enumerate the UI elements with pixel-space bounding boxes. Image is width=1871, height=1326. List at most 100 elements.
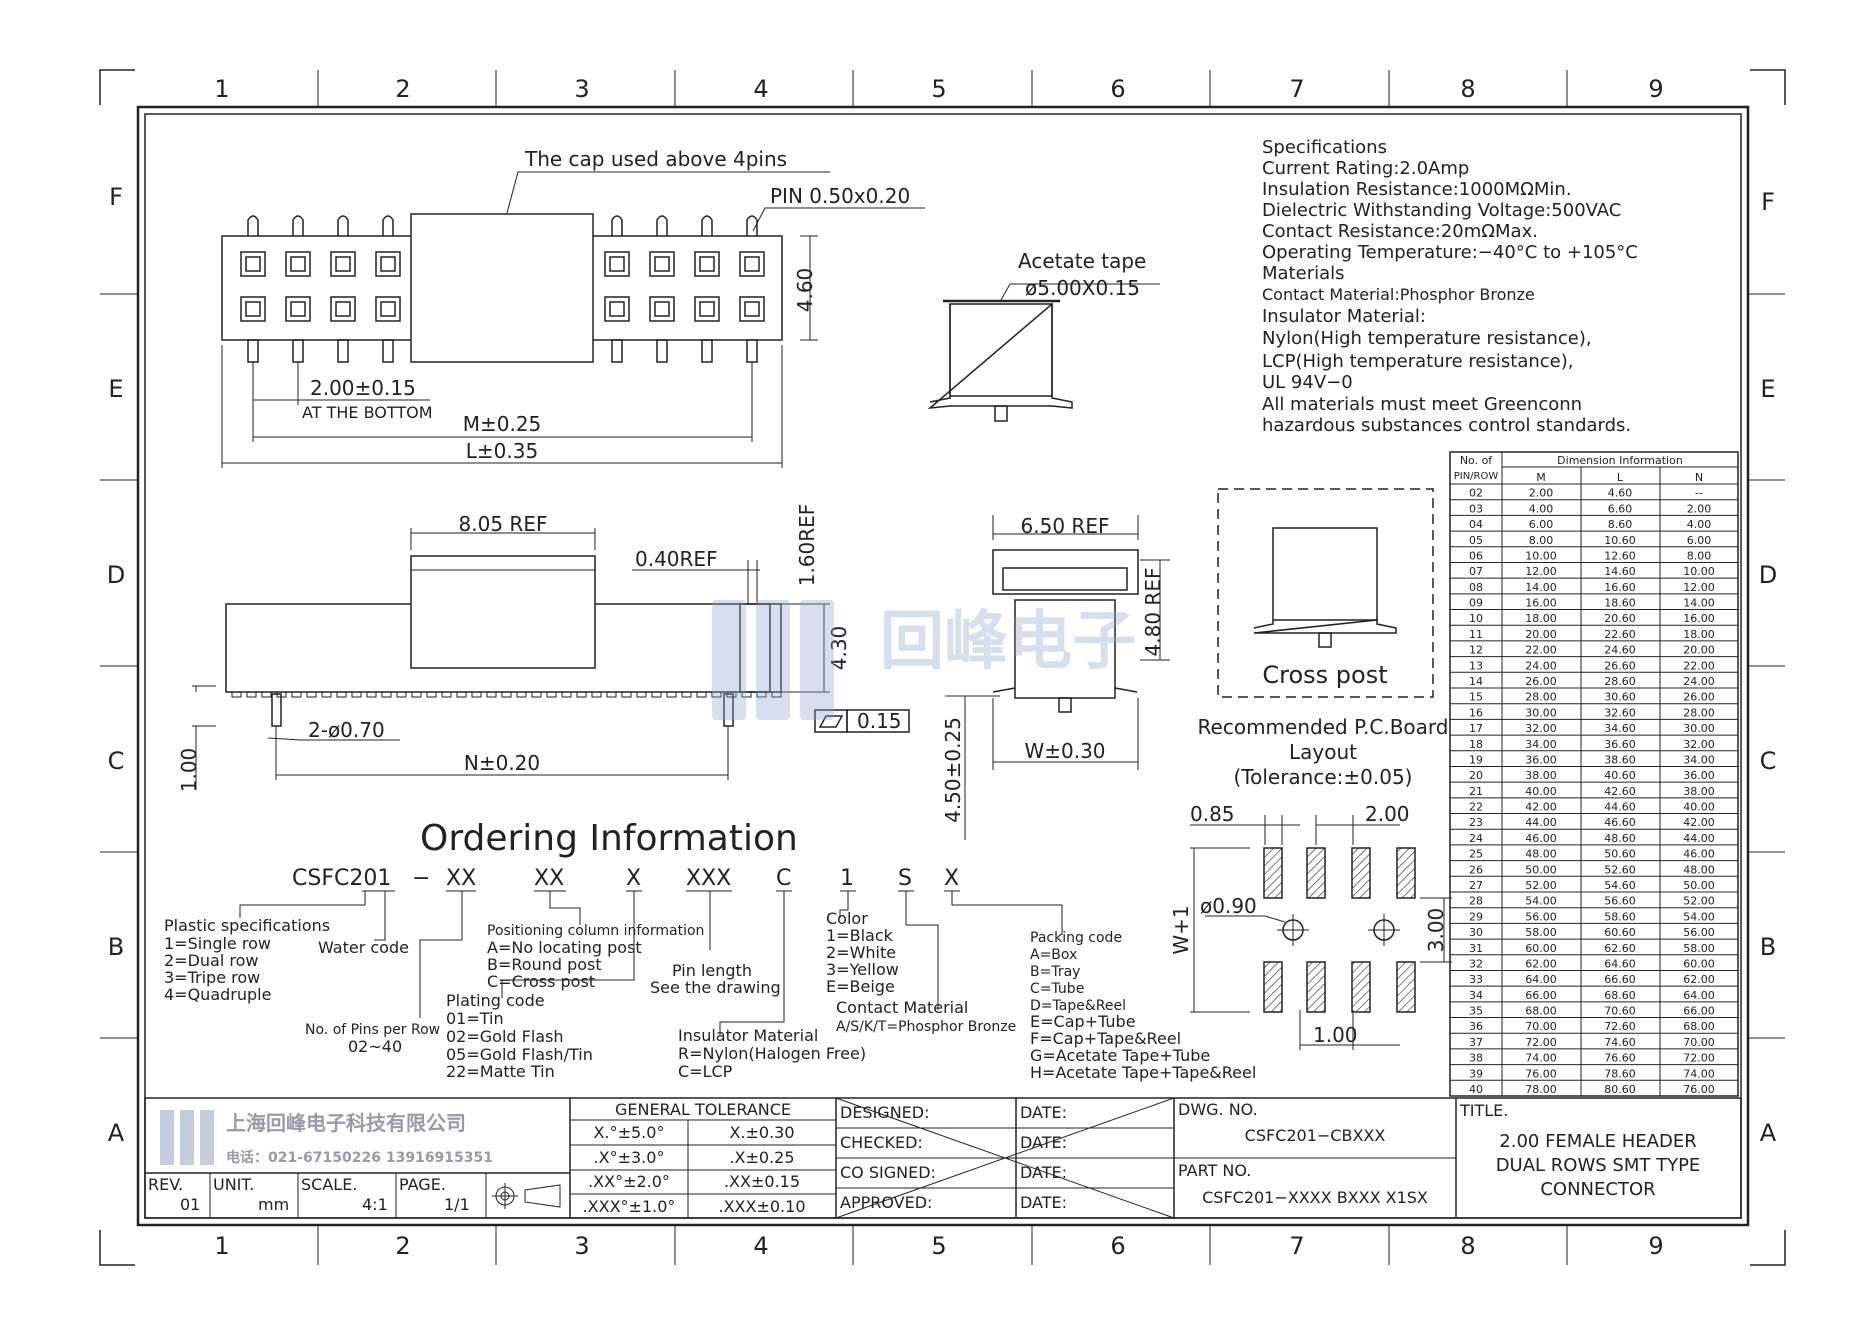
zone-row-label: E (108, 375, 123, 403)
table-cell: 70.60 (1604, 1005, 1636, 1018)
zone-col-label: 2 (395, 1232, 410, 1260)
table-cell: 4.60 (1608, 487, 1633, 500)
spec-line: Insulator Material: (1262, 306, 1426, 327)
table-cell: 54.60 (1604, 879, 1636, 892)
pin-tail (247, 339, 259, 363)
table-cell: 74.60 (1604, 1036, 1636, 1049)
table-cell: 22.00 (1683, 659, 1715, 672)
zone-col-label: 3 (574, 1232, 589, 1260)
tol-linear: .X±0.25 (729, 1148, 794, 1167)
table-cell: 50.00 (1525, 863, 1557, 876)
table-cell: 58.00 (1683, 942, 1715, 955)
pin-tail (292, 339, 304, 363)
contact-cavity (649, 251, 675, 277)
pad (1263, 847, 1283, 899)
side-pin (261, 691, 272, 698)
table-cell: 14.00 (1683, 597, 1715, 610)
table-cell: -- (1695, 487, 1703, 500)
table-cell: 05 (1469, 534, 1483, 547)
cross-post-label: Cross post (1262, 661, 1387, 689)
table-cell: 11 (1469, 628, 1483, 641)
table-cell: 20.00 (1525, 628, 1557, 641)
col-n-header: N (1695, 471, 1703, 484)
plastic-option: 3=Tripe row (164, 968, 260, 987)
table-cell: 21 (1469, 785, 1483, 798)
title-label: TITLE. (1459, 1101, 1508, 1120)
plating-option: 05=Gold Flash/Tin (446, 1045, 593, 1064)
frame-corners (99, 69, 1786, 1266)
code-pins: XX (534, 866, 564, 891)
table-cell: 18.00 (1525, 612, 1557, 625)
table-cell: 52.00 (1683, 895, 1715, 908)
table-cell: 6.00 (1529, 518, 1554, 531)
contact-cavity-inner (699, 301, 715, 317)
contact-cavity (604, 296, 630, 322)
zone-col-label: 7 (1289, 1232, 1304, 1260)
contact-cavity-inner (290, 301, 306, 317)
table-cell: 30.00 (1525, 706, 1557, 719)
contact-cavity (649, 296, 675, 322)
table-cell: 2.00 (1529, 487, 1554, 500)
contact-cavity (330, 251, 356, 277)
height-dimension: 4.60 (793, 268, 817, 313)
table-cell: 44.00 (1525, 816, 1557, 829)
tol-angle: .XXX°±1.0° (583, 1197, 676, 1216)
color-option: E=Beige (826, 977, 895, 996)
table-cell: 15 (1469, 691, 1483, 704)
pcb-layout: Recommended P.C.Board Layout (Tolerance:… (1169, 715, 1452, 1050)
zone-row-label: F (109, 183, 123, 211)
role-cosigned: CO SIGNED: (840, 1163, 936, 1182)
spec-line: hazardous substances control standards. (1262, 415, 1631, 436)
cross-post-view: Cross post (1217, 488, 1434, 698)
side-pin (651, 691, 662, 698)
side-pin (411, 691, 422, 698)
table-cell: 31 (1469, 942, 1483, 955)
side-pin (711, 691, 722, 698)
m-dimension: M±0.25 (463, 412, 542, 436)
side-pin (591, 691, 602, 698)
side-pin (681, 691, 692, 698)
contact-cavity-inner (654, 256, 670, 272)
plastic-option: 2=Dual row (164, 951, 258, 970)
zone-col-label: 5 (931, 1232, 946, 1260)
table-cell: 08 (1469, 581, 1483, 594)
table-cell: 72.00 (1683, 1052, 1715, 1065)
contact-cavity-inner (335, 301, 351, 317)
table-cell: 46.60 (1604, 816, 1636, 829)
side-pin (501, 691, 512, 698)
col-pins-header-2: PIN/ROW (1454, 471, 1499, 482)
table-cell: 36.60 (1604, 738, 1636, 751)
side-pin (486, 691, 497, 698)
end-view: 6.50 REF 4.80 REF W±0.30 4.50±0.25 (941, 514, 1170, 840)
contact-cavity-inner (335, 256, 351, 272)
zone-row-label: A (108, 1119, 125, 1147)
table-cell: 26.60 (1604, 659, 1636, 672)
table-cell: 62.00 (1683, 973, 1715, 986)
table-cell: 28.00 (1683, 706, 1715, 719)
table-cell: 48.60 (1604, 832, 1636, 845)
zone-ticks (100, 70, 1785, 1265)
side-pin (561, 691, 572, 698)
table-cell: 68.00 (1683, 1020, 1715, 1033)
table-cell: 66.00 (1525, 989, 1557, 1002)
table-cell: 40.00 (1525, 785, 1557, 798)
spec-line: Contact Resistance:20mΩMax. (1262, 221, 1538, 242)
post-dimension: 2-ø0.70 (308, 718, 385, 742)
acetate-dimension: ø5.00X0.15 (1025, 276, 1140, 300)
table-cell: 23 (1469, 816, 1483, 829)
packing-option: E=Cap+Tube (1030, 1012, 1136, 1031)
table-cell: 16.60 (1604, 581, 1636, 594)
table-cell: 12.00 (1525, 565, 1557, 578)
contact-cavity (240, 251, 266, 277)
table-cell: 78.60 (1604, 1067, 1636, 1080)
col-info-header: Dimension Information (1557, 454, 1683, 467)
zone-row-label: D (1759, 561, 1777, 589)
part-label: PART NO. (1178, 1161, 1251, 1180)
contact-cavity (240, 296, 266, 322)
table-cell: 24 (1469, 832, 1483, 845)
pin-tail (611, 339, 623, 363)
role-approved: APPROVED: (840, 1193, 932, 1212)
code-color: 1 (840, 866, 854, 891)
table-cell: 20.60 (1604, 612, 1636, 625)
